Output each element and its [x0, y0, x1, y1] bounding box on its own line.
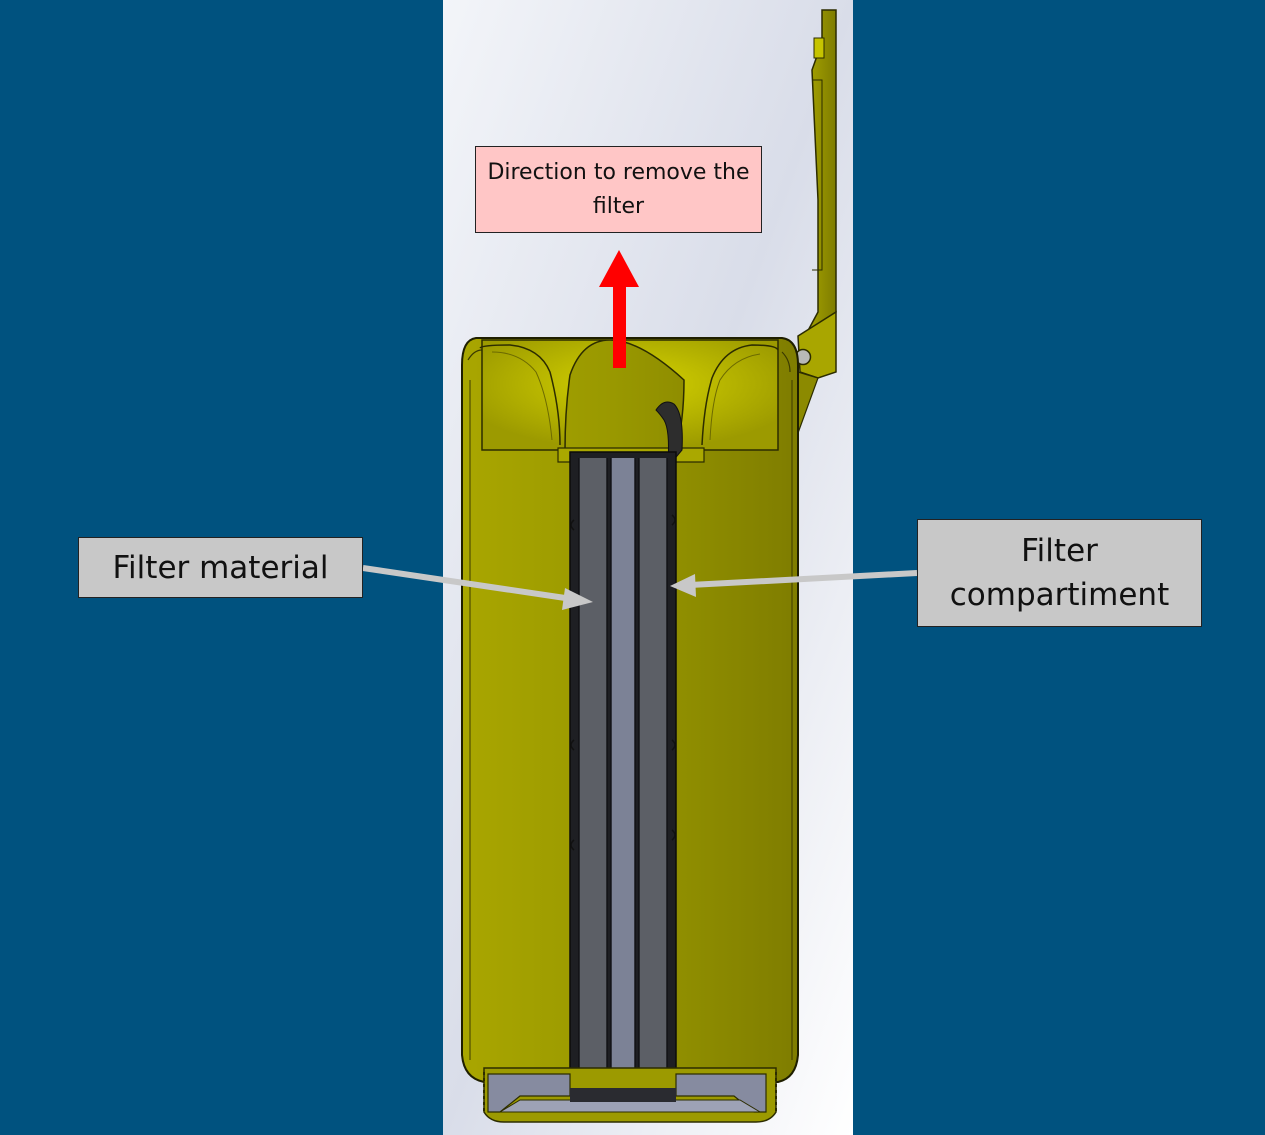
remove-direction-label: Direction to remove the filter: [475, 146, 762, 233]
filter-compartment-arrow-icon: [670, 570, 918, 597]
filter-material-label-text: Filter material: [112, 549, 329, 586]
remove-direction-label-text: Direction to remove the filter: [487, 159, 750, 219]
filter-material-label: Filter material: [78, 537, 363, 598]
filter-compartment-label-text: Filter compartiment: [949, 533, 1170, 613]
threaded-base: [483, 1067, 777, 1123]
hinged-lid: [785, 9, 837, 456]
filter-compartment-label: Filter compartiment: [917, 519, 1202, 627]
filter-core: [611, 458, 635, 1090]
filter-material-left: [579, 458, 607, 1090]
remove-direction-arrow-icon: [599, 250, 639, 368]
filter-material-arrow-icon: [362, 565, 593, 610]
filter-cartridge: [569, 451, 677, 1093]
filter-material-right: [639, 458, 667, 1090]
